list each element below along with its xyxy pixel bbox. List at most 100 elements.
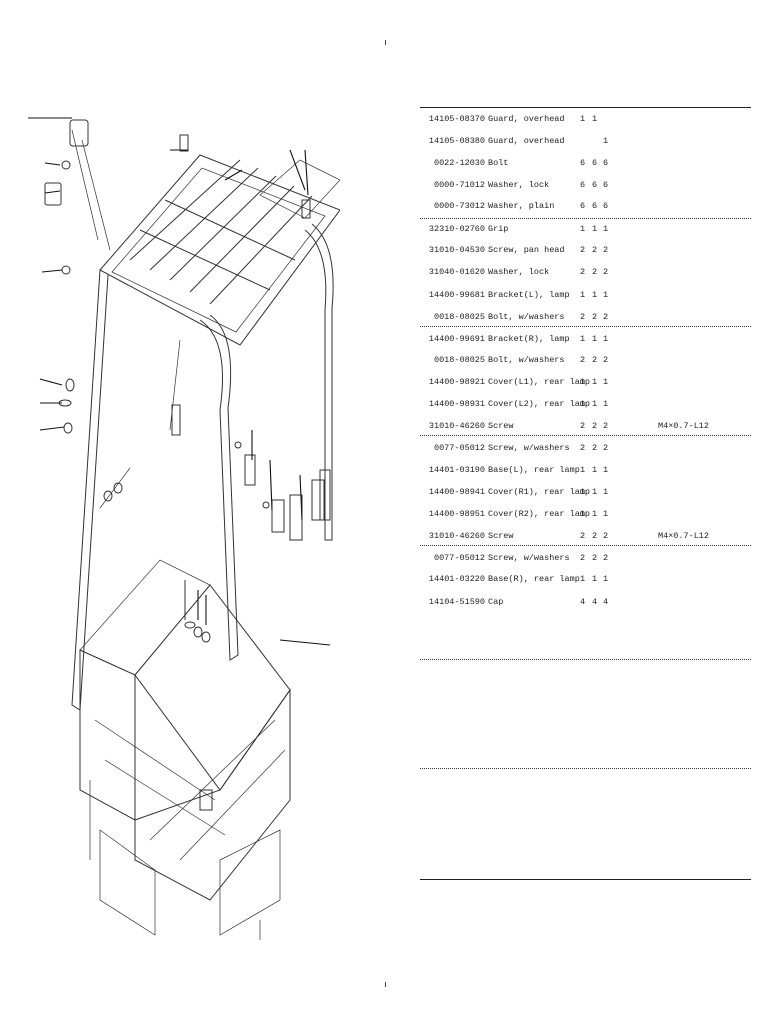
leader-line xyxy=(41,269,63,273)
part-name: Screw, w/washers xyxy=(488,553,570,563)
part-number: 0018-08025 xyxy=(433,312,485,322)
leader-line xyxy=(44,190,61,194)
part-number: 14400-98951 xyxy=(428,509,485,519)
washer-part xyxy=(65,378,75,392)
part-name: Bolt xyxy=(488,158,509,168)
part-number: 14105-08380 xyxy=(428,136,485,146)
part-number: 31010-46260 xyxy=(428,531,485,541)
qty-col-3: 1 xyxy=(603,334,609,344)
guard-top-inner xyxy=(111,167,326,333)
qty-col-2: 1 xyxy=(592,465,598,475)
remarks: M4×0.7-L12 xyxy=(658,531,710,541)
leader-line xyxy=(289,149,306,191)
part-name: Guard, overhead xyxy=(488,114,565,124)
assembly-line xyxy=(71,129,99,241)
qty-col-3: 6 xyxy=(603,201,609,211)
parts-list-top-rule xyxy=(420,107,751,108)
guard-slats xyxy=(129,159,313,305)
part-name: Cover(L2), rear lamp xyxy=(488,399,591,409)
qty-col-3: 1 xyxy=(603,487,609,497)
qty-col-1: 1 xyxy=(580,224,586,234)
part-name: Cover(R1), rear lamp xyxy=(488,487,591,497)
part-number: 14400-98921 xyxy=(428,377,485,387)
part-number: 14401-03190 xyxy=(428,465,485,475)
guard-left-front-pillar xyxy=(71,269,109,711)
cap-part xyxy=(179,134,189,152)
qty-col-2: 2 xyxy=(592,355,598,365)
qty-col-2: 1 xyxy=(592,487,598,497)
part-name: Screw, pan head xyxy=(488,245,565,255)
qty-col-2: 1 xyxy=(592,399,598,409)
qty-col-1: 2 xyxy=(580,553,586,563)
part-number: 31040-01620 xyxy=(428,267,485,277)
group-separator xyxy=(420,326,751,327)
qty-col-1: 4 xyxy=(580,597,586,607)
qty-col-1: 2 xyxy=(580,355,586,365)
qty-col-2: 1 xyxy=(592,509,598,519)
bolt-part xyxy=(58,399,72,407)
part-name: Cap xyxy=(488,597,504,607)
qty-col-1: 6 xyxy=(580,180,586,190)
part-name: Guard, overhead xyxy=(488,136,565,146)
qty-col-3: 1 xyxy=(603,224,609,234)
leader-line xyxy=(39,426,65,431)
qty-col-1: 1 xyxy=(580,574,586,584)
part-number: 0022-12030 xyxy=(433,158,485,168)
part-number: 14401-03220 xyxy=(428,574,485,584)
qty-col-1: 2 xyxy=(580,443,586,453)
qty-col-1: 1 xyxy=(580,465,586,475)
part-number: 31010-04530 xyxy=(428,245,485,255)
qty-col-1: 2 xyxy=(580,267,586,277)
qty-col-1: 2 xyxy=(580,245,586,255)
part-number: 0000-73012 xyxy=(433,201,485,211)
qty-col-3: 1 xyxy=(603,290,609,300)
qty-col-1: 1 xyxy=(580,377,586,387)
part-name: Washer, plain xyxy=(488,201,555,211)
part-number: 14400-98941 xyxy=(428,487,485,497)
bolt-part xyxy=(99,467,131,509)
qty-col-2: 1 xyxy=(592,377,598,387)
exploded-parts-diagram xyxy=(20,100,340,960)
part-number: 0000-71012 xyxy=(433,180,485,190)
washer-part xyxy=(113,482,123,494)
qty-col-1: 2 xyxy=(580,421,586,431)
qty-col-3: 2 xyxy=(603,443,609,453)
washer-part xyxy=(103,490,113,502)
qty-col-3: 1 xyxy=(603,509,609,519)
lamp-cover xyxy=(301,199,311,219)
leader-line xyxy=(44,162,61,166)
rear-lamp-assembly-right xyxy=(299,469,331,521)
part-name: Cover(R2), rear lamp xyxy=(488,509,591,519)
page-tick-bottom xyxy=(385,982,386,987)
qty-col-2: 2 xyxy=(592,267,598,277)
part-number: 0018-08025 xyxy=(433,355,485,365)
qty-col-1: 1 xyxy=(580,334,586,344)
qty-col-2: 2 xyxy=(592,531,598,541)
qty-col-2: 2 xyxy=(592,312,598,322)
washer-part xyxy=(63,422,73,434)
group-separator xyxy=(420,768,751,769)
qty-col-1: 6 xyxy=(580,158,586,168)
leader-line xyxy=(279,639,331,646)
rear-lamp-assembly-left xyxy=(234,430,303,541)
qty-col-3: 1 xyxy=(603,136,609,146)
qty-col-3: 2 xyxy=(603,531,609,541)
part-name: Cover(L1), rear lamp xyxy=(488,377,591,387)
